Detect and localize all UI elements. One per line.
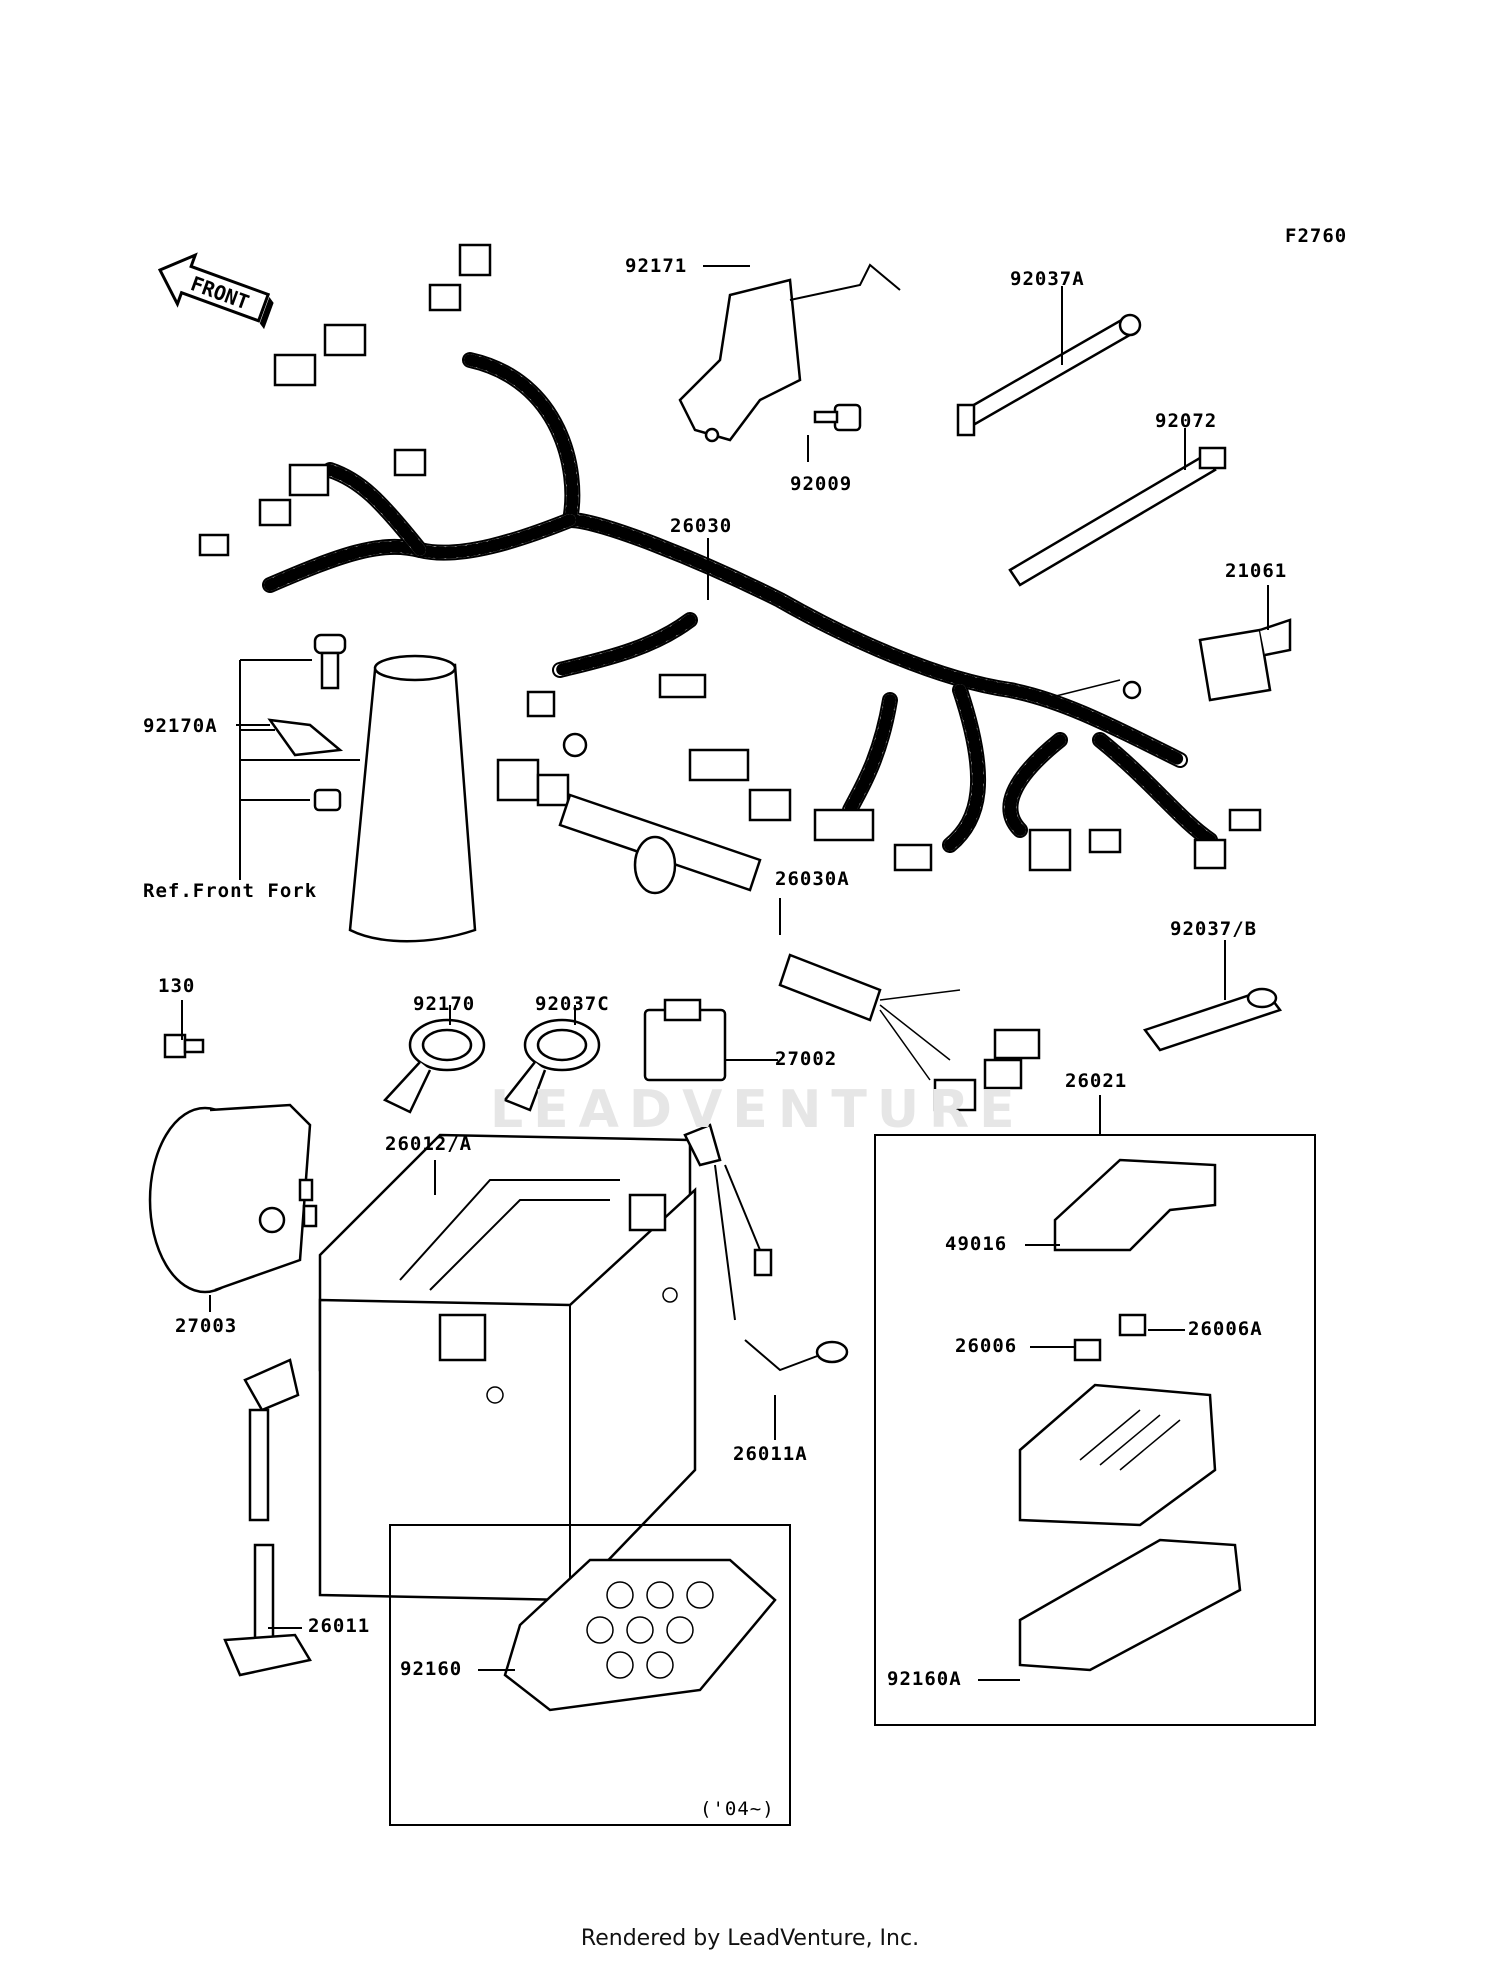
clamp-92037C: [502, 1018, 601, 1112]
tray-92160: [389, 1524, 791, 1826]
callout-26011A[interactable]: 26011A: [733, 1443, 808, 1465]
callout-26030A[interactable]: 26030A: [775, 868, 850, 890]
callout-26006A[interactable]: 26006A: [1188, 1318, 1263, 1340]
clamp-92170: [382, 1018, 486, 1114]
sub-harness-26030A: [496, 758, 1041, 1112]
callout-92160[interactable]: 92160: [400, 1658, 463, 1680]
callout-92037A[interactable]: 92037A: [1010, 268, 1085, 290]
cable-26011A: [683, 1123, 849, 1372]
figure-code: F2760: [1285, 225, 1348, 247]
bracket-92171: [678, 263, 901, 443]
band-92072: [1008, 446, 1227, 587]
callout-92170[interactable]: 92170: [413, 993, 476, 1015]
relay-27002: [643, 998, 727, 1082]
callout-92160A[interactable]: 92160A: [887, 1668, 962, 1690]
year-note: ('04~): [700, 1798, 775, 1820]
callout-26011[interactable]: 26011: [308, 1615, 371, 1637]
callout-92009[interactable]: 92009: [790, 473, 853, 495]
relay-21061: [1198, 618, 1292, 702]
callout-130[interactable]: 130: [158, 975, 196, 997]
battery-26012A: [318, 1133, 697, 1602]
callout-21061[interactable]: 21061: [1225, 560, 1288, 582]
callout-26030[interactable]: 26030: [670, 515, 733, 537]
callout-ref-front-fork[interactable]: Ref.Front Fork: [143, 880, 318, 902]
callout-92170A[interactable]: 92170A: [143, 715, 218, 737]
main-wiring-harness: [198, 243, 1262, 872]
callout-49016[interactable]: 49016: [945, 1233, 1008, 1255]
front-fork-parts: [239, 633, 477, 943]
callout-26021[interactable]: 26021: [1065, 1070, 1128, 1092]
callout-26012A[interactable]: 26012/A: [385, 1133, 473, 1155]
clamp-92037B: [1142, 987, 1283, 1052]
callout-27003[interactable]: 27003: [175, 1315, 238, 1337]
leader-lines: [181, 265, 1269, 1681]
bolt-130: [163, 1033, 205, 1059]
horn-27003: [148, 1103, 318, 1294]
callout-92072[interactable]: 92072: [1155, 410, 1218, 432]
callout-92171[interactable]: 92171: [625, 255, 688, 277]
callout-27002[interactable]: 27002: [775, 1048, 838, 1070]
callout-92037B[interactable]: 92037/B: [1170, 918, 1258, 940]
strap-92037A: [956, 313, 1142, 437]
footer-credit: Rendered by LeadVenture, Inc.: [580, 1926, 920, 1951]
front-arrow-icon: FRONT: [157, 252, 274, 330]
bolt-92009: [813, 403, 862, 432]
callout-26006[interactable]: 26006: [955, 1335, 1018, 1357]
fuse-box-26021: [874, 1134, 1316, 1726]
callout-92037C[interactable]: 92037C: [535, 993, 610, 1015]
watermark: LEADVENTURE: [490, 1080, 1025, 1140]
cable-26011: [223, 1358, 312, 1677]
